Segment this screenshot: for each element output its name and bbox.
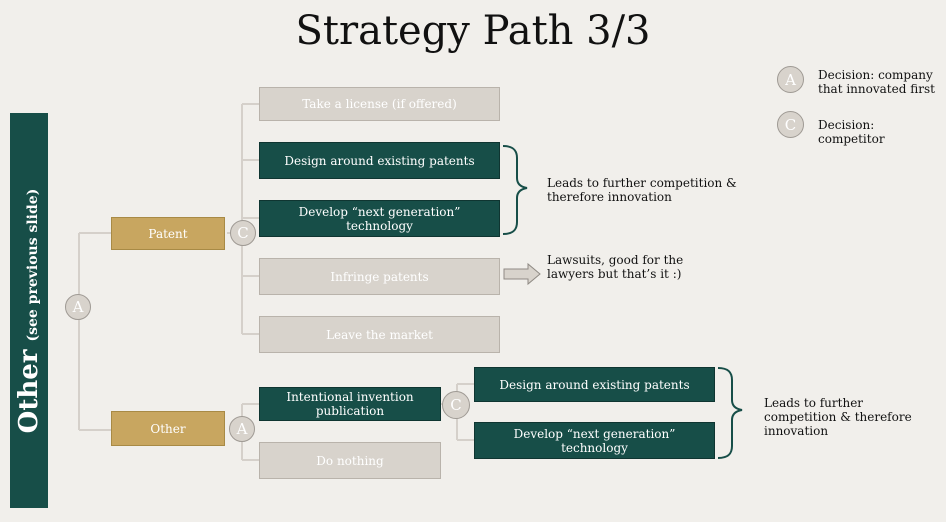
sub-competitor-node: C [442,391,470,419]
option-infringe-patents: Infringe patents [259,258,500,295]
sidebar-sub-label: (see previous slide) [25,188,41,342]
root-decision-node: A [65,294,91,320]
option-invention-publication: Intentional invention publication [259,387,441,421]
patent-competitor-node: C [230,220,256,246]
legend-text-c: Decision: competitor [818,118,885,146]
option-leave-market: Leave the market [259,316,500,353]
legend-node-a: A [777,66,804,93]
option-next-generation: Develop “next generation” technology [259,200,500,237]
legend-text-a: Decision: company that innovated first [818,68,935,96]
option-take-license: Take a license (if offered) [259,87,500,121]
note-further-competition: Leads to further competition & therefore… [547,176,737,204]
legend-node-c: C [777,111,804,138]
note-further-competition-2: Leads to further competition & therefore… [764,396,912,438]
other-company-node: A [229,416,255,442]
page-title: Strategy Path 3/3 [295,8,651,54]
other-box: Other [111,411,225,446]
sidebar-banner: Other (see previous slide) [10,113,48,508]
right-arrow-icon [503,262,541,286]
sub-option-next-generation: Develop “next generation” technology [474,422,715,459]
note-lawsuits: Lawsuits, good for the lawyers but that’… [547,253,684,281]
option-do-nothing: Do nothing [259,442,441,479]
sidebar-main-label: Other [14,349,44,433]
sub-option-design-around: Design around existing patents [474,367,715,402]
patent-box: Patent [111,217,225,250]
option-design-around: Design around existing patents [259,142,500,179]
